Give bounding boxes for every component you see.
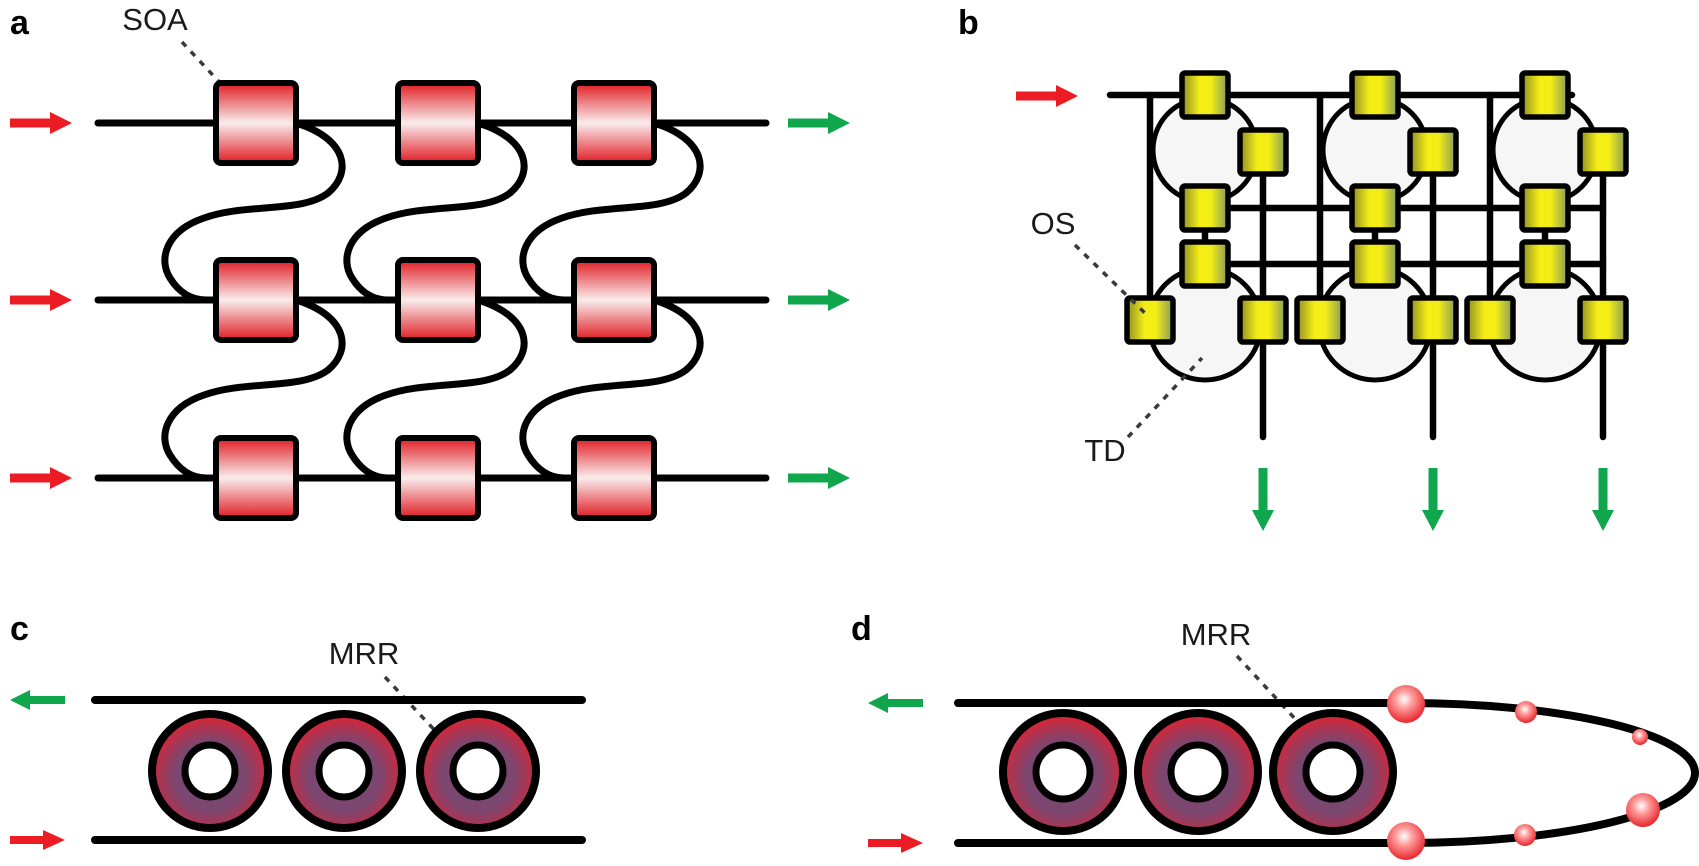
os-switch-c2-bus2 [1349, 239, 1401, 289]
soa-block-r1c1 [213, 80, 299, 166]
os-switch-c1-right [1237, 127, 1289, 177]
mrr-pointer-line-c [383, 675, 457, 754]
panel-c: c MRR [10, 610, 586, 850]
soa-block-r2c2 [395, 257, 481, 343]
os-switch-c2-right [1407, 127, 1459, 177]
mrr-ring-hole [181, 741, 239, 801]
mrr-label-c: MRR [329, 636, 400, 671]
s-curve-r2c1 [161, 296, 346, 482]
pulse-sphere-right-small [1632, 729, 1648, 745]
mrr-ring-hole [1167, 741, 1229, 803]
os-switch-c2-top [1349, 70, 1401, 120]
soa-block-r3c2 [395, 435, 481, 521]
td-pointer-line [1126, 356, 1204, 439]
s-curve-r2c3 [519, 296, 704, 482]
soa-label: SOA [122, 2, 188, 37]
panel-c-label: c [10, 610, 29, 648]
output-arrow-row2-icon [788, 289, 850, 311]
mrr-ring-hole [1302, 741, 1364, 803]
pulse-sphere-bottom-junction [1387, 822, 1425, 860]
panel-d: d MRR [851, 610, 1699, 860]
mrr-label-d: MRR [1181, 617, 1252, 652]
mrr-ring-c1 [148, 710, 272, 832]
output-arrow-down-2-icon [1422, 468, 1444, 531]
td-label: TD [1084, 433, 1125, 468]
mrr-rings-c [148, 710, 540, 832]
soa-block-r2c3 [571, 257, 657, 343]
output-arrow-row3-icon [788, 467, 850, 489]
input-arrow-row2-icon [10, 289, 72, 311]
os-switch-c1-top [1179, 70, 1231, 120]
pulse-sphere-right-large [1626, 793, 1660, 827]
os-switch-c3-bus2 [1519, 239, 1571, 289]
os-switch-c1-bus2 [1179, 239, 1231, 289]
panel-b: b [958, 4, 1629, 531]
os-switch-c3-bottom-right [1577, 295, 1629, 345]
panel-a: a SOA [10, 2, 850, 521]
input-arrow-panel-d-icon [868, 833, 923, 853]
soa-block-r1c2 [395, 80, 481, 166]
pulse-sphere-top-mid [1515, 701, 1537, 723]
os-switch-c3-bus1 [1519, 183, 1571, 233]
mrr-ring-c3 [416, 710, 540, 832]
mrr-ring-hole [315, 741, 373, 801]
pulse-sphere-top-junction [1387, 685, 1425, 723]
mrr-ring-d2 [1134, 709, 1262, 835]
panel-b-label: b [958, 4, 979, 42]
soa-block-r3c1 [213, 435, 299, 521]
mrr-ring-d1 [999, 709, 1127, 835]
os-switch-c2-bottom-left [1294, 295, 1346, 345]
input-arrow-row1-icon [10, 112, 72, 134]
mrr-rings-d [999, 709, 1397, 835]
mrr-ring-hole [449, 741, 507, 801]
os-switch-c1-bottom-left [1124, 295, 1176, 345]
panel-a-label: a [10, 4, 30, 42]
input-arrow-panel-c-icon [10, 830, 65, 850]
mrr-pointer-line-d [1235, 654, 1300, 724]
os-label: OS [1031, 206, 1076, 241]
soa-block-r1c3 [571, 80, 657, 166]
loopback-waveguide [1404, 699, 1699, 847]
panel-d-label: d [851, 610, 872, 648]
os-switch-c3-bottom-left [1464, 295, 1516, 345]
os-switch-c3-right [1577, 127, 1629, 177]
input-arrow-row3-icon [10, 467, 72, 489]
mrr-ring-d3 [1269, 709, 1397, 835]
s-curve-r2c2 [343, 296, 528, 482]
shuffle-waveguides [161, 119, 704, 482]
soa-array [213, 80, 657, 521]
mrr-ring-hole [1032, 741, 1094, 803]
s-curve-r1c2 [343, 119, 528, 304]
output-arrow-panel-d-icon [868, 693, 923, 713]
output-arrow-row1-icon [788, 112, 850, 134]
mrr-ring-c2 [282, 710, 406, 832]
os-switch-c3-top [1519, 70, 1571, 120]
input-arrow-panel-b-icon [1016, 85, 1078, 107]
pulse-spheres [1387, 685, 1660, 860]
os-switch-c2-bottom-right [1407, 295, 1459, 345]
os-switch-c1-bus1 [1179, 183, 1231, 233]
soa-block-r2c1 [213, 257, 299, 343]
os-pointer-line [1073, 243, 1150, 318]
output-arrow-down-3-icon [1592, 468, 1614, 531]
os-switch-c2-bus1 [1349, 183, 1401, 233]
os-switch-c1-bottom-right [1237, 295, 1289, 345]
output-arrow-down-1-icon [1252, 468, 1274, 531]
s-curve-r1c1 [161, 119, 346, 304]
pulse-sphere-bottom-mid [1514, 824, 1536, 846]
output-arrow-panel-c-icon [10, 690, 65, 710]
soa-block-r3c3 [571, 435, 657, 521]
s-curve-r1c3 [519, 119, 704, 304]
os-switches [1124, 70, 1629, 345]
